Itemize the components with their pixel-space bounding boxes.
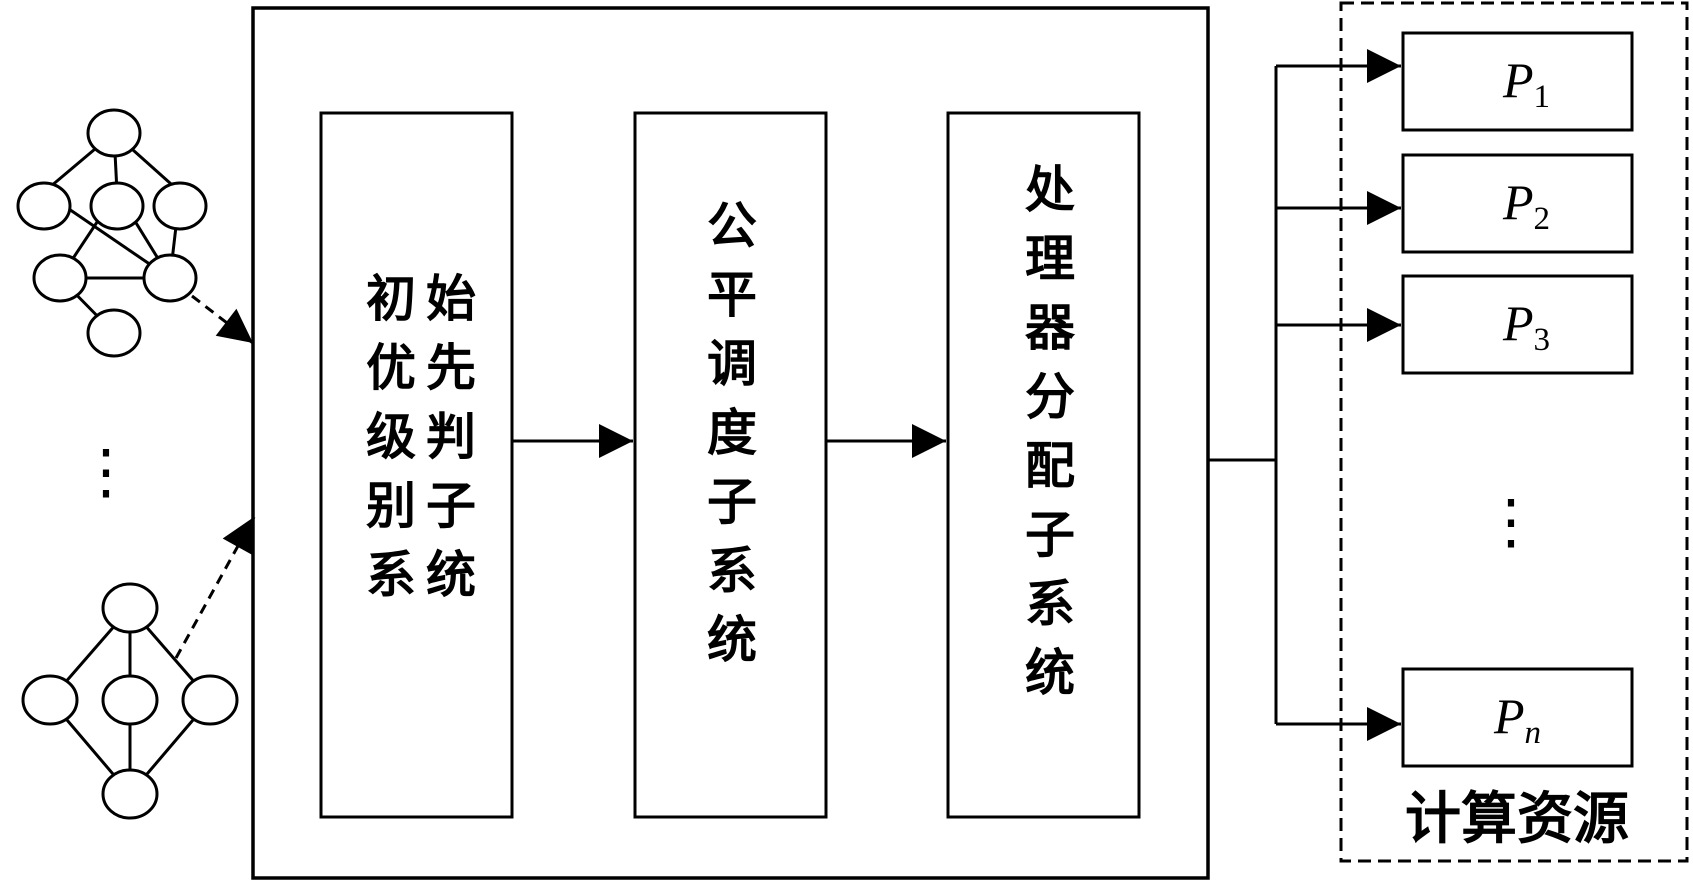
processor-pn: Pn [1401, 667, 1634, 768]
svg-text:别: 别 [366, 476, 416, 535]
processor-allocation-subsystem-box [946, 111, 1141, 819]
svg-text:统: 统 [1025, 643, 1075, 702]
processor-p3: P3 [1401, 274, 1634, 375]
svg-text:优: 优 [366, 338, 416, 397]
task-node [86, 108, 142, 158]
svg-text:P2: P2 [1502, 174, 1550, 237]
svg-text:始: 始 [426, 269, 476, 328]
task-node [16, 181, 72, 231]
svg-text:平: 平 [707, 265, 757, 324]
svg-text:统: 统 [426, 545, 476, 604]
svg-text:配: 配 [1025, 436, 1075, 495]
computing-resources-label: 计算资源 [1405, 786, 1629, 852]
svg-text:子: 子 [426, 476, 476, 535]
fair-scheduling-subsystem-label: 公 平 调 度 子 系 统 [707, 196, 757, 669]
task-node [32, 253, 88, 303]
svg-text:度: 度 [707, 403, 757, 462]
svg-text:P3: P3 [1502, 295, 1550, 358]
task-graph-1 [16, 108, 208, 358]
svg-text:子: 子 [1025, 505, 1075, 564]
svg-text:器: 器 [1025, 298, 1076, 357]
task-node [89, 181, 145, 231]
task-node [86, 308, 142, 358]
svg-text:处: 处 [1025, 160, 1075, 219]
svg-text:先: 先 [426, 338, 476, 397]
processor-p1: P1 [1401, 31, 1634, 132]
svg-text:调: 调 [707, 334, 757, 393]
scheduler-system-box [251, 6, 1210, 880]
computing-resources-box [1339, 1, 1689, 863]
task-node [21, 674, 79, 726]
processor-allocation-subsystem-label: 处 理 器 分 配 子 系 统 [1025, 160, 1076, 702]
priority-subsystem-label: 初 优 级 别 系 始 先 判 子 统 [366, 269, 476, 604]
dashed-input-arrow-1 [191, 294, 254, 345]
dashed-input-arrow-2 [174, 516, 256, 659]
task-node [101, 768, 159, 820]
task-node [181, 674, 239, 726]
svg-text:初: 初 [366, 269, 416, 328]
task-node [101, 674, 159, 726]
task-node [152, 181, 208, 231]
processor-p2: P2 [1401, 153, 1634, 254]
svg-text:判: 判 [426, 407, 476, 466]
svg-text:Pn: Pn [1493, 688, 1541, 751]
svg-text:系: 系 [366, 545, 416, 604]
task-node [101, 582, 159, 634]
processor-ellipsis: ⋮ [1481, 489, 1541, 555]
svg-text:统: 统 [707, 610, 757, 669]
fair-scheduling-subsystem-box [633, 111, 828, 819]
svg-text:分: 分 [1025, 367, 1075, 426]
graph-ellipsis: ⋮ [76, 439, 136, 505]
priority-subsystem-box [319, 111, 514, 819]
svg-text:系: 系 [1025, 574, 1075, 633]
svg-text:子: 子 [707, 472, 757, 531]
task-node [142, 253, 198, 303]
svg-text:系: 系 [707, 541, 757, 600]
svg-text:P1: P1 [1502, 52, 1550, 115]
svg-text:理: 理 [1025, 229, 1075, 288]
output-bus [1208, 66, 1278, 724]
svg-text:公: 公 [707, 196, 757, 255]
task-graph-2 [21, 582, 239, 820]
svg-text:级: 级 [366, 407, 416, 466]
